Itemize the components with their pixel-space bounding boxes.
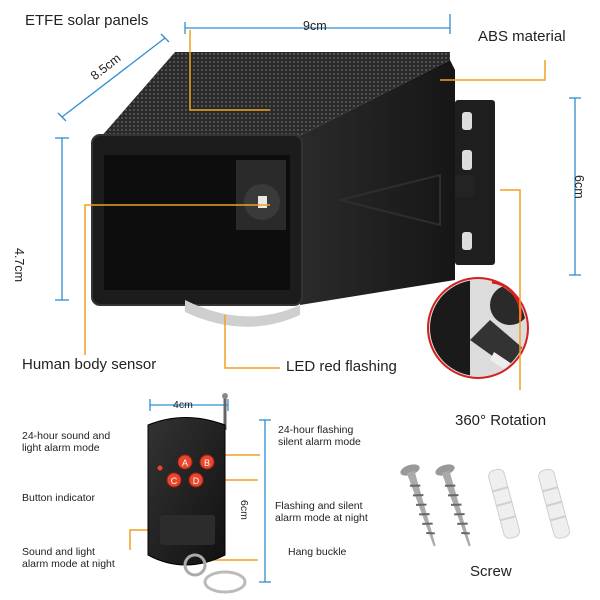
width-dimension-label: 9cm <box>303 19 327 33</box>
svg-text:B: B <box>204 458 210 468</box>
mode-c-line2: alarm mode at night <box>22 558 115 570</box>
remote-height-label: 6cm <box>238 500 250 520</box>
human-sensor-label: Human body sensor <box>22 356 157 373</box>
svg-text:A: A <box>182 458 188 468</box>
mode-a-label: 24-hour sound and light alarm mode <box>22 430 110 454</box>
svg-text:C: C <box>171 476 178 486</box>
button-indicator-label: Button indicator <box>22 492 95 504</box>
mode-b-line1: 24-hour flashing <box>278 424 354 436</box>
mode-c-label: Sound and light alarm mode at night <box>22 546 115 570</box>
screws <box>400 464 570 547</box>
abs-material-label: ABS material <box>478 28 566 45</box>
solar-panel-label: ETFE solar panels <box>25 12 149 29</box>
remote-control: A B C D <box>147 393 247 594</box>
rotation-label: 360° Rotation <box>455 412 547 429</box>
mode-d-line2: alarm mode at night <box>275 512 368 524</box>
led-label: LED red flashing <box>286 358 397 375</box>
wall-bracket <box>445 100 495 265</box>
dimension-lines <box>55 14 581 583</box>
svg-text:D: D <box>193 476 200 486</box>
mode-d-line1: Flashing and silent <box>275 500 363 512</box>
mode-b-label: 24-hour flashing silent alarm mode <box>278 424 361 448</box>
front-height-label: 4.7cm <box>12 248 26 283</box>
bracket-height-label: 6cm <box>572 175 586 199</box>
remote-width-label: 4cm <box>173 399 193 411</box>
mode-a-line2: light alarm mode <box>22 442 100 454</box>
hang-buckle-label: Hang buckle <box>288 546 347 558</box>
alarm-device <box>91 52 455 327</box>
mode-c-line1: Sound and light <box>22 546 95 558</box>
rotation-detail <box>427 277 529 379</box>
mode-a-line1: 24-hour sound and <box>22 430 111 442</box>
mode-b-line2: silent alarm mode <box>278 436 361 448</box>
mode-d-label: Flashing and silent alarm mode at night <box>275 500 368 524</box>
screw-label: Screw <box>470 563 512 580</box>
